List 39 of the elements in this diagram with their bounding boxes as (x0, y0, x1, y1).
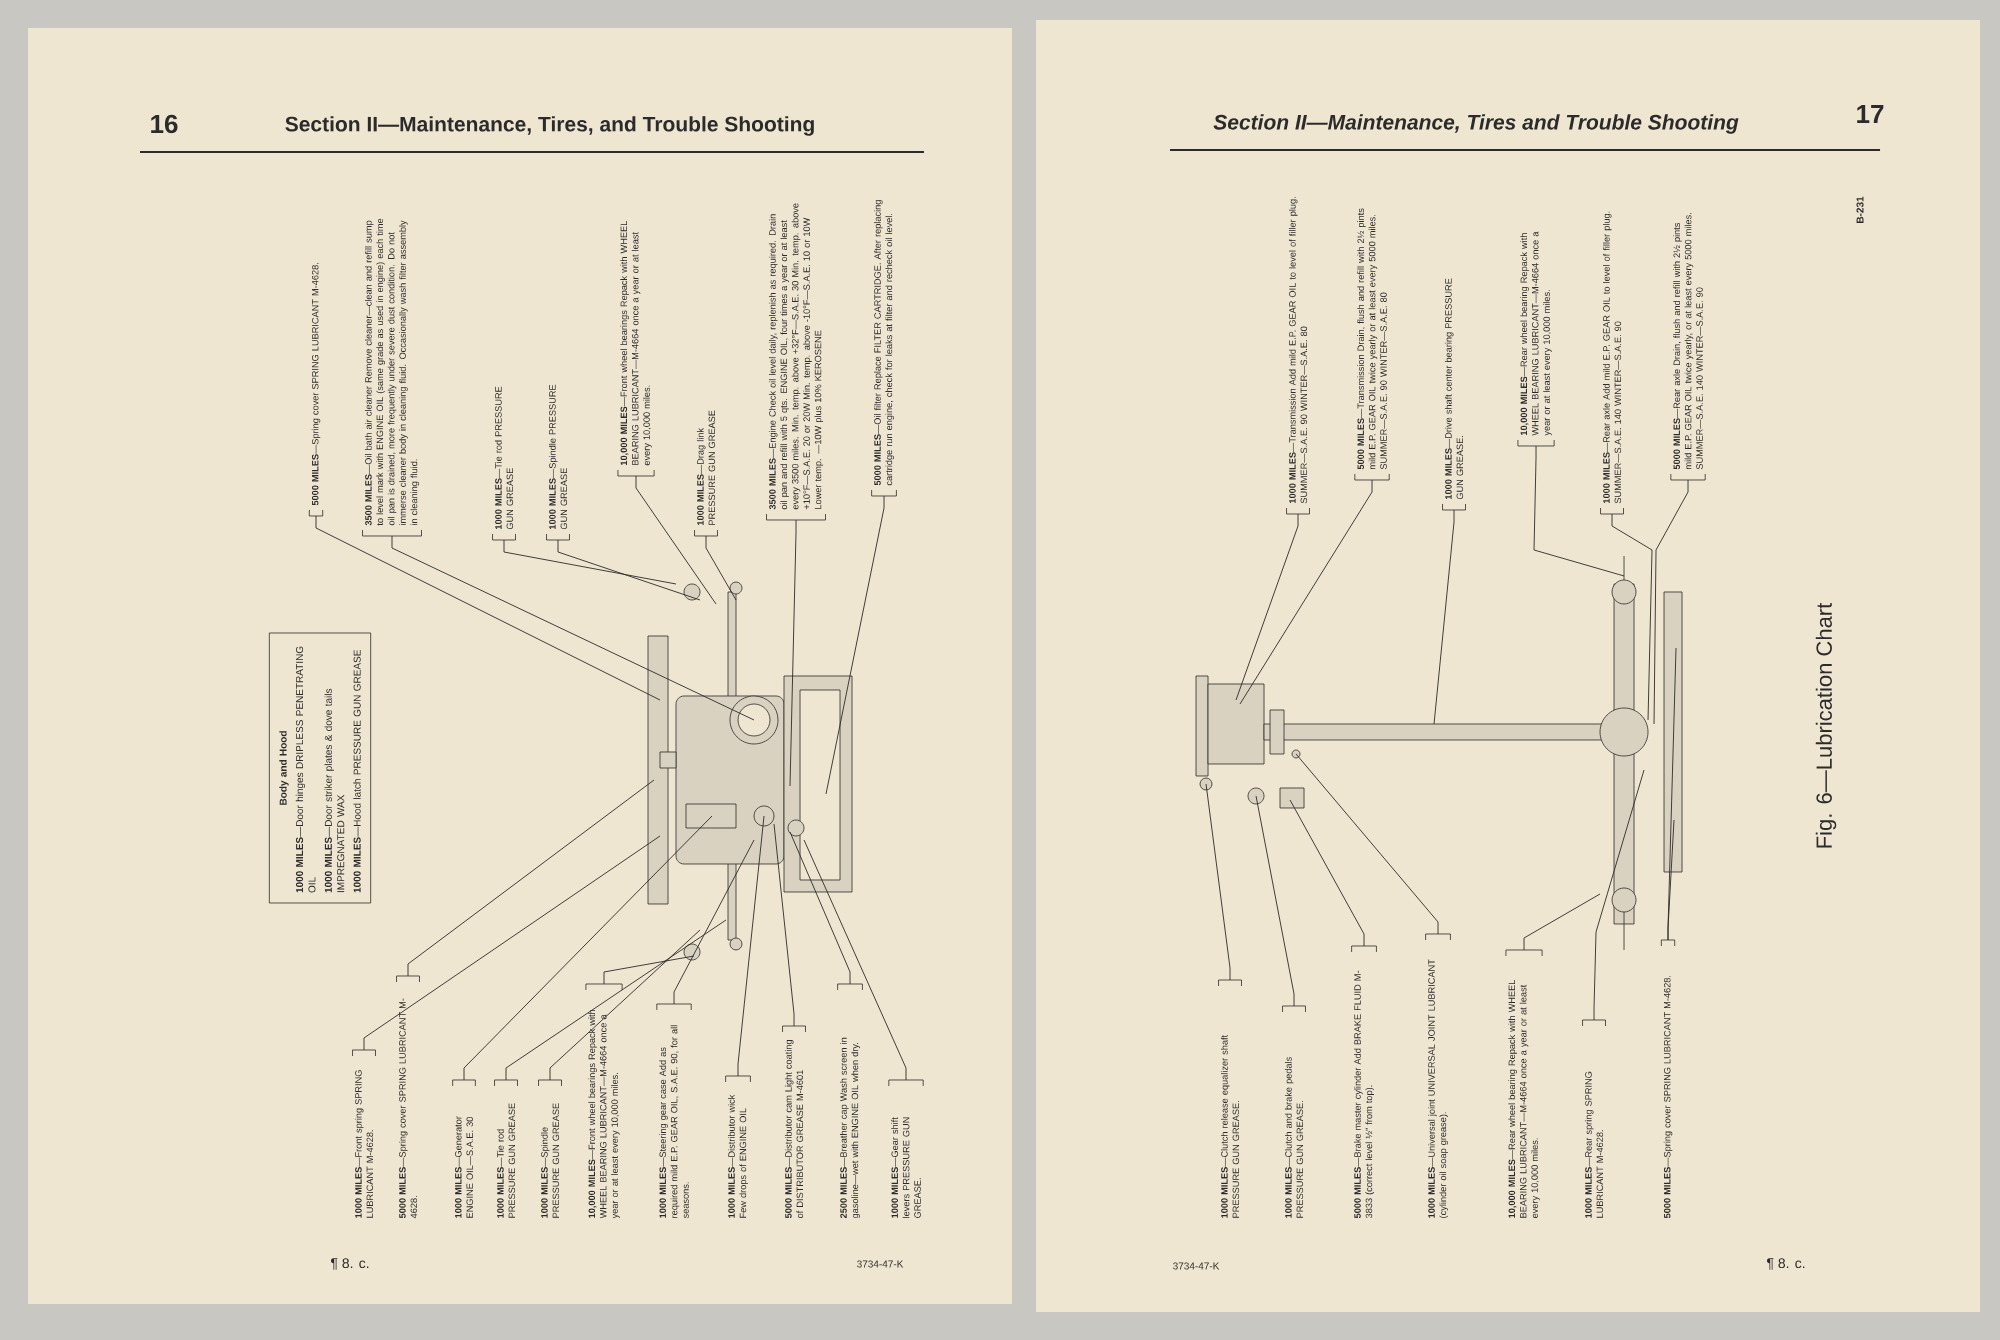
page-number: 16 (151, 114, 178, 134)
leader-line (803, 839, 907, 1081)
leader-line (1239, 479, 1373, 705)
leader-line (825, 495, 885, 795)
leader-line (1235, 513, 1299, 701)
leader-line (773, 823, 795, 1027)
leader-line (463, 815, 713, 1081)
leader-line (549, 929, 701, 1081)
leader-line (315, 515, 661, 701)
front-chassis-drawing (647, 581, 853, 961)
leader-line (503, 539, 677, 585)
leader-line (1433, 509, 1455, 725)
leader-line (603, 955, 695, 985)
leader-line (1667, 819, 1675, 941)
leader-line (673, 839, 755, 1005)
leader-line (635, 475, 717, 605)
leader-line (363, 835, 661, 1051)
leader-line (1523, 893, 1601, 951)
leader-line (557, 539, 701, 601)
leader-line (1611, 513, 1653, 721)
leader-line (705, 535, 737, 601)
leader-line (391, 535, 755, 721)
leader-line (1255, 795, 1295, 1007)
leader-line (505, 919, 727, 1081)
rear-axle-drawing (1195, 555, 1683, 951)
leader-line (789, 519, 797, 787)
leader-line (1653, 479, 1689, 725)
page-number: 17 (1857, 105, 1884, 123)
leader-line (1289, 799, 1365, 947)
leader-line (1593, 769, 1645, 1021)
leader-line (407, 779, 655, 977)
leader-line (737, 815, 765, 1077)
leader-line (1205, 783, 1231, 981)
leader-line (789, 831, 851, 985)
leader-line (1533, 445, 1625, 577)
page-heading: Section II—Maintenance, Tires and Trouble Shooting (1213, 114, 1739, 134)
figure-caption: Fig. 6—Lubrication Chart (1815, 602, 1837, 848)
page-heading: Section II—Maintenance, Tires, and Trouble Shooting (285, 116, 814, 136)
leader-line (1295, 753, 1439, 935)
